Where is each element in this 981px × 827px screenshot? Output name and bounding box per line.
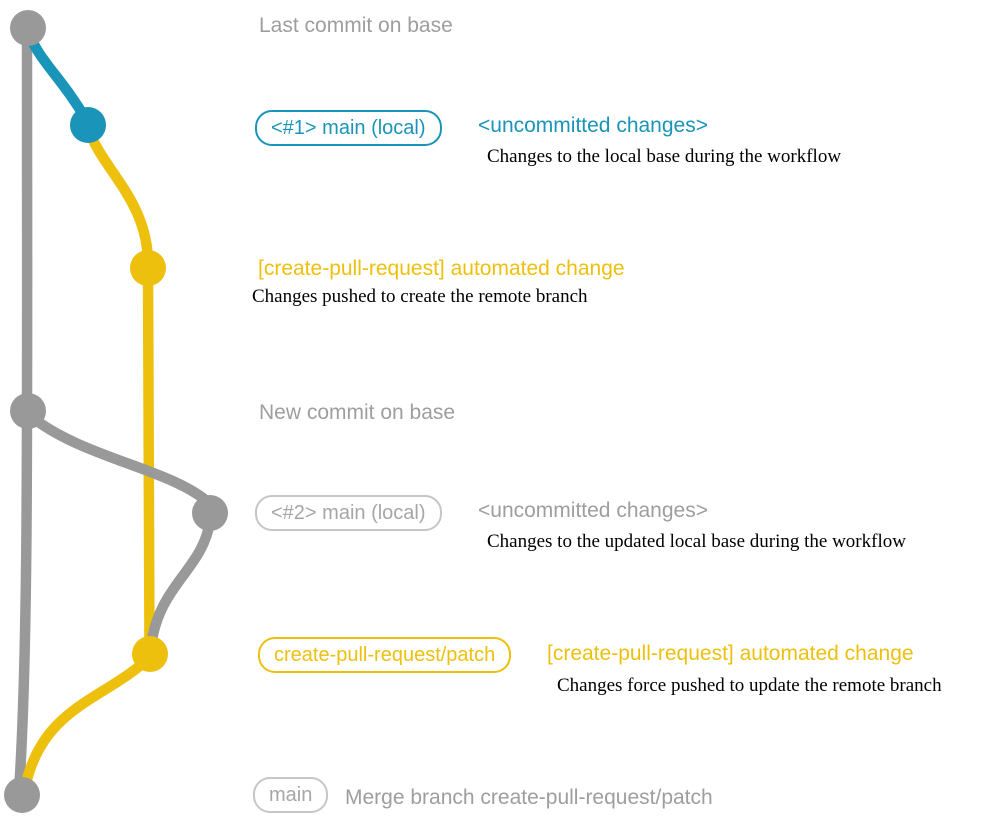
- commit-dot-local-main-2: [192, 495, 228, 531]
- commit-dot-automated-change-2: [132, 636, 168, 672]
- commit-dot-automated-change-1: [130, 250, 166, 286]
- automated-change-1-text: [create-pull-request] automated change: [258, 257, 625, 280]
- automated-change-1-description: Changes pushed to create the remote bran…: [252, 286, 588, 307]
- branch-label-main-local-2: <#2> main (local): [255, 495, 442, 531]
- edge-local-main-2-to-patch: [145, 520, 216, 648]
- commit-dot-new-base: [10, 393, 46, 429]
- edge-base-to-local-main-1: [23, 29, 92, 124]
- edge-patch-merge-into-base: [19, 653, 154, 790]
- branch-label-main: main: [253, 777, 329, 813]
- commit-dot-merge: [4, 777, 40, 813]
- uncommitted-changes-1-description: Changes to the local base during the wor…: [487, 146, 842, 167]
- uncommitted-changes-1-text: <uncommitted changes>: [478, 114, 708, 137]
- merge-commit-text: Merge branch create-pull-request/patch: [345, 786, 713, 809]
- main-branch-line: [13, 27, 33, 793]
- uncommitted-changes-2-description: Changes to the updated local base during…: [487, 531, 906, 552]
- commit-dot-local-main-1: [70, 107, 106, 143]
- automated-change-2-text: [create-pull-request] automated change: [547, 642, 914, 665]
- last-commit-on-base-text: Last commit on base: [259, 14, 453, 37]
- edge-base-to-local-main-2: [24, 409, 213, 508]
- patch-branch-line: [142, 265, 155, 653]
- branch-label-create-pull-request-patch: create-pull-request/patch: [258, 637, 512, 673]
- uncommitted-changes-2-text: <uncommitted changes>: [478, 499, 708, 522]
- branch-label-main-local-1: <#1> main (local): [255, 110, 442, 146]
- new-commit-on-base-text: New commit on base: [259, 401, 456, 424]
- edge-local-main-to-patch: [83, 126, 154, 265]
- automated-change-2-description: Changes force pushed to update the remot…: [557, 675, 942, 696]
- commit-dot-last-base: [10, 10, 46, 46]
